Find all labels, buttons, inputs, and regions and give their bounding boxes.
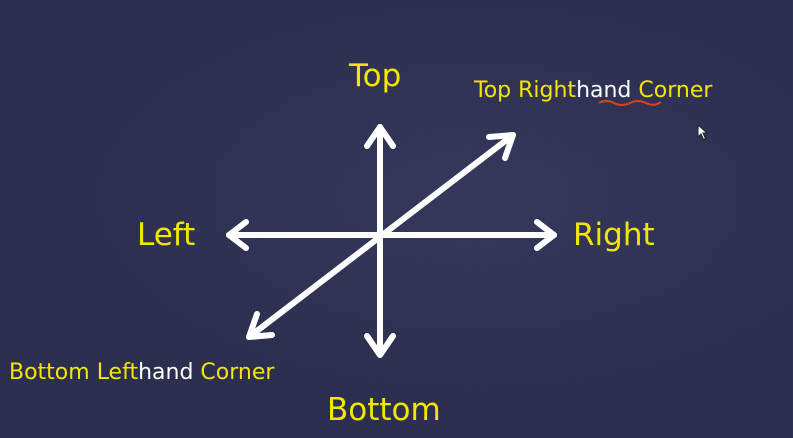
label-top-righthand-corner: Top Righthand Corner <box>474 80 712 102</box>
label-bottom: Bottom <box>327 392 441 428</box>
label-top-right-prefix: Top Right <box>474 78 577 103</box>
label-bottom-left-prefix: Bottom Left <box>9 360 139 385</box>
mouse-cursor-icon <box>697 124 709 141</box>
label-right: Right <box>573 217 655 253</box>
spellcheck-underline <box>598 100 662 106</box>
label-top: Top <box>349 58 402 94</box>
label-bottom-left-highlight: hand <box>138 360 194 385</box>
horizontal-arrow <box>226 219 557 251</box>
label-top-right-highlight: hand <box>576 78 632 103</box>
label-left: Left <box>137 217 196 253</box>
label-top-right-suffix: Corner <box>631 78 713 103</box>
diagonal-arrow <box>246 132 516 340</box>
label-bottom-left-suffix: Corner <box>193 360 275 385</box>
label-bottom-lefthand-corner: Bottom Lefthand Corner <box>9 362 274 384</box>
